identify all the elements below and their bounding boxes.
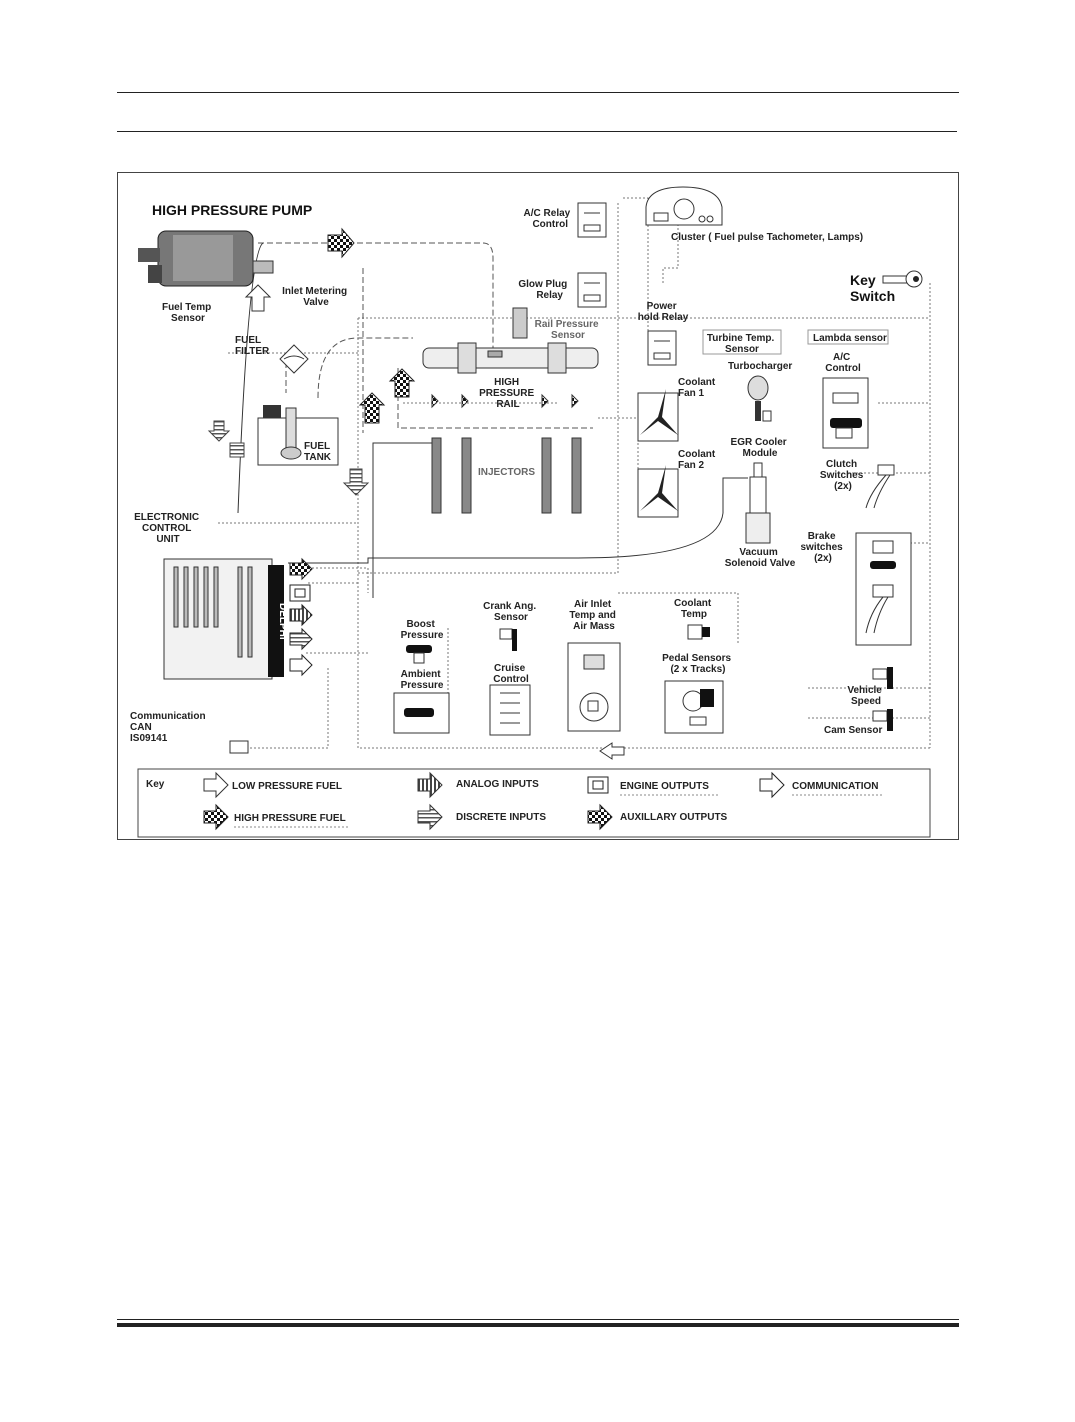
key-high-pressure-fuel: HIGH PRESSURE FUEL — [234, 813, 346, 824]
low-pressure-arrow-up-icon — [244, 284, 272, 312]
turbine-temp-sensor-label: Turbine Temp. Sensor — [707, 333, 777, 355]
coolant-fan-2-icon — [637, 465, 679, 518]
discrete-inputs-icon — [417, 803, 443, 831]
air-mass-sensor-icon — [567, 642, 621, 732]
ecu-connector-icons — [289, 557, 313, 677]
glow-plug-relay-label: Glow Plug Relay — [518, 279, 570, 301]
coolant-fan-1-icon — [637, 389, 679, 442]
vehicle-speed-label: Vehicle Speed — [847, 685, 884, 707]
fuel-tank-icon — [257, 405, 339, 466]
crank-ang-sensor-label: Crank Ang. Sensor — [483, 601, 539, 623]
key-analog-inputs: ANALOG INPUTS — [456, 779, 539, 790]
glow-plug-relay-icon — [577, 272, 607, 308]
analog-inputs-icon — [417, 771, 443, 799]
air-inlet-label: Air Inlet Temp and Air Mass — [569, 599, 618, 632]
brake-switches-label: Brake switches (2x) — [800, 531, 845, 564]
ac-relay-control-label: A/C Relay Control — [524, 208, 573, 230]
low-pressure-fuel-icon — [203, 771, 229, 799]
ac-relay-icon — [577, 202, 607, 238]
can-connector-icon — [229, 740, 249, 754]
key-discrete-inputs: DISCRETE INPUTS — [456, 812, 546, 823]
egr-cooler-module-label: EGR Cooler Module — [731, 437, 790, 459]
coolant-temp-sensor-icon — [687, 624, 710, 640]
cluster-icon — [645, 186, 723, 226]
key-icon — [882, 270, 923, 288]
ambient-pressure-sensor-icon — [393, 692, 450, 734]
header-rule-bottom — [117, 131, 957, 132]
discrete-input-icon — [229, 442, 245, 458]
high-pressure-fuel-icon — [203, 803, 229, 831]
rail-pressure-sensor-label: Rail Pressure Sensor — [535, 319, 602, 341]
clutch-switches-label: Clutch Switches (2x) — [820, 459, 866, 492]
communication-icon — [759, 771, 785, 799]
fuel-system-diagram: HIGH PRESSURE PUMP Fuel Temp Sensor Inle… — [117, 172, 959, 840]
communication-arrow-icon — [599, 742, 625, 760]
key-communication: COMMUNICATION — [792, 781, 878, 792]
cam-sensor-icon — [872, 709, 893, 731]
power-hold-relay-label: Power hold Relay — [638, 301, 689, 323]
cruise-control-icon — [489, 684, 531, 736]
turbocharger-label: Turbocharger — [728, 361, 792, 372]
delphi-label: DELPHI — [277, 603, 288, 640]
diagram-title: HIGH PRESSURE PUMP — [152, 202, 312, 218]
auxiliary-outputs-icon — [587, 803, 613, 831]
boost-pressure-label: Boost Pressure — [401, 619, 444, 641]
engine-outputs-icon — [587, 776, 609, 794]
high-pressure-rail-icon — [422, 307, 599, 374]
high-pressure-arrow-up-icon — [358, 392, 386, 424]
cam-sensor-label: Cam Sensor — [824, 725, 882, 736]
fuel-filter-icon — [279, 344, 309, 374]
brake-switch-icon — [855, 532, 912, 646]
inlet-metering-valve-label: Inlet Metering Valve — [282, 286, 350, 308]
high-pressure-arrow-up-icon-2 — [388, 368, 416, 398]
high-pressure-arrow-icon — [327, 227, 355, 259]
key-auxiliary-outputs: AUXILLARY OUTPUTS — [620, 812, 728, 823]
coolant-fan-1-label: Coolant Fan 1 — [678, 377, 718, 399]
boost-pressure-sensor-icon — [406, 645, 432, 664]
egr-cooler-icon — [745, 462, 771, 544]
low-pressure-arrow-down-icon-2 — [342, 468, 370, 496]
footer-rule-thin — [117, 1319, 959, 1320]
high-pressure-rail-label: HIGH PRESSURE RAIL — [479, 377, 537, 410]
low-pressure-arrow-down-icon — [207, 420, 231, 442]
communication-label: Communication CAN IS09141 — [130, 711, 208, 744]
power-hold-relay-icon — [647, 330, 677, 366]
coolant-temp-label: Coolant Temp — [674, 598, 714, 620]
key-legend: Key LOW PRESSURE FUEL HIGH PRESSURE FUEL… — [137, 768, 931, 838]
vacuum-solenoid-valve-label: Vacuum Solenoid Valve — [725, 547, 796, 569]
ac-control-icon — [822, 377, 869, 449]
clutch-switch-icon — [865, 464, 895, 509]
fuel-filter-label: FUEL FILTER — [235, 335, 270, 357]
high-pressure-pump-icon — [138, 230, 274, 287]
fuel-tank-label: FUEL TANK — [304, 441, 333, 463]
ambient-pressure-label: Ambient Pressure — [401, 669, 444, 691]
fuel-temp-sensor-label: Fuel Temp Sensor — [162, 302, 214, 324]
ecu-icon — [163, 558, 284, 680]
pedal-sensor-icon — [664, 680, 724, 734]
lambda-sensor-label: Lambda sensor — [813, 333, 887, 344]
cruise-control-label: Cruise Control — [493, 663, 529, 685]
header-rule-top — [117, 92, 959, 93]
turbocharger-icon — [747, 375, 772, 422]
vehicle-speed-sensor-icon — [872, 667, 893, 689]
injectors-icon — [431, 393, 582, 514]
footer-rule-thick — [117, 1323, 959, 1327]
cluster-label: Cluster ( Fuel pulse Tachometer, Lamps) — [671, 232, 863, 243]
crank-sensor-icon — [499, 628, 517, 651]
key-low-pressure-fuel: LOW PRESSURE FUEL — [232, 781, 342, 792]
key-switch-label: Key Switch — [850, 272, 895, 304]
key-title: Key — [146, 779, 165, 790]
key-engine-outputs: ENGINE OUTPUTS — [620, 781, 709, 792]
pedal-sensors-label: Pedal Sensors (2 x Tracks) — [662, 653, 734, 675]
injectors-label: INJECTORS — [478, 467, 535, 478]
ac-control-label: A/C Control — [825, 352, 861, 374]
ecu-label: ELECTRONIC CONTROL UNIT — [134, 512, 202, 545]
coolant-fan-2-label: Coolant Fan 2 — [678, 449, 718, 471]
